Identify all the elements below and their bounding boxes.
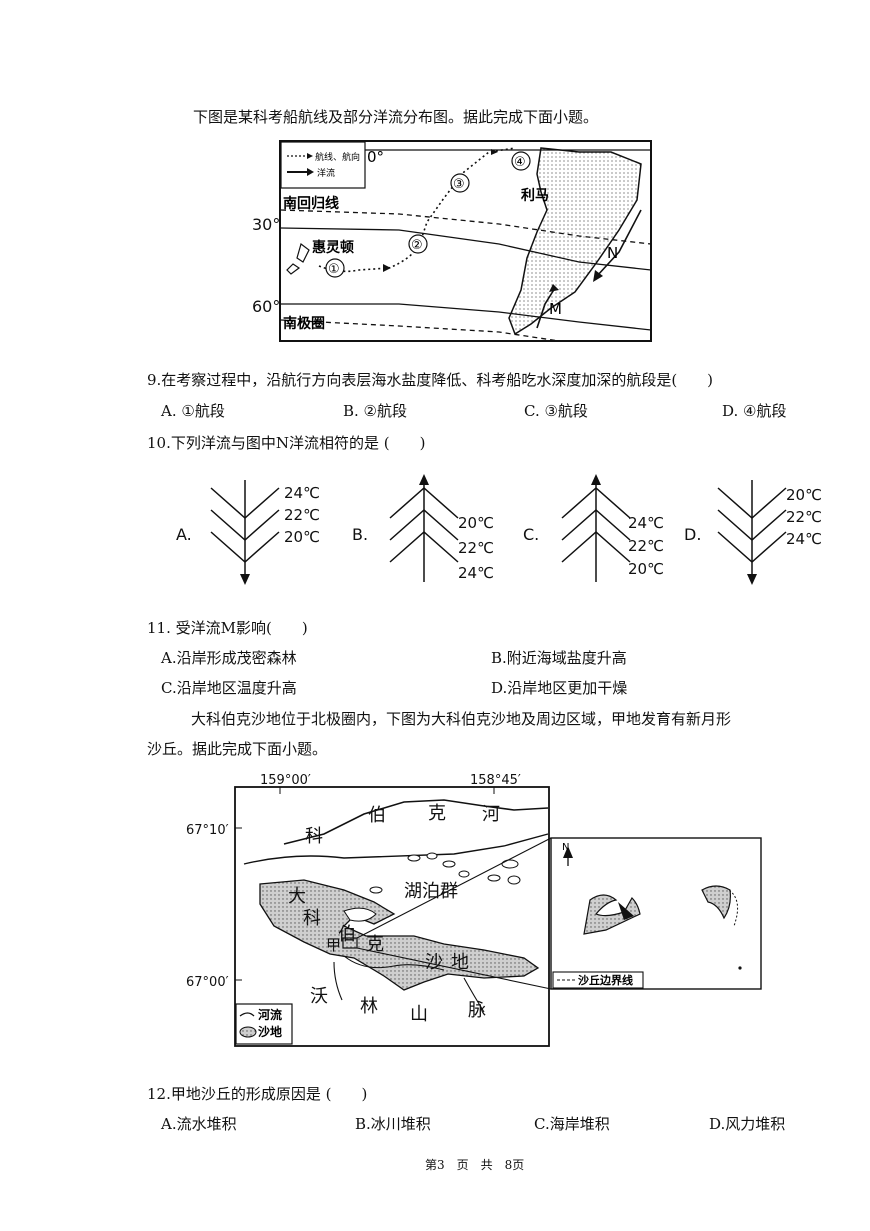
- current-n: [596, 209, 642, 277]
- segment-3-label: ③: [453, 177, 465, 192]
- crescent-dune-2: [701, 885, 731, 920]
- lima-label: 利马: [521, 187, 549, 204]
- q10-b-temp-1: 20℃: [458, 514, 494, 532]
- segment-2-label: ②: [411, 238, 423, 253]
- q12-option-a[interactable]: A.流水堆积: [161, 1115, 237, 1133]
- q11-option-c[interactable]: C.沿岸地区温度升高: [161, 679, 297, 697]
- ship-route: [318, 147, 516, 273]
- current-m-label: M: [549, 300, 562, 318]
- river-char-1: 科: [305, 826, 323, 847]
- q10-a-temp-3: 20℃: [284, 528, 320, 546]
- q10-c-temp-3: 20℃: [628, 560, 664, 578]
- q12-stem: 12.甲地沙丘的形成原因是 ( ): [147, 1085, 368, 1103]
- q10-d-temp-3: 24℃: [786, 530, 822, 548]
- dune-char-4: 克: [366, 934, 384, 955]
- lon-159-00-label: 159°00′: [260, 773, 311, 788]
- q9-option-d[interactable]: D. ④航段: [722, 402, 787, 420]
- lat-60-label: 60°: [252, 297, 281, 316]
- lat-67-00-label: 67°00′: [186, 975, 229, 990]
- map2-legend: [235, 1003, 293, 1045]
- q12-option-b[interactable]: B.冰川堆积: [355, 1115, 431, 1133]
- river-char-3: 克: [428, 803, 446, 824]
- tropic-label: 南回归线: [283, 195, 339, 212]
- legend-current-label: 洋流: [317, 167, 335, 179]
- equator-label: 0°: [367, 148, 384, 166]
- q11-stem: 11. 受洋流M影响( ): [147, 619, 308, 637]
- dune-char-6: 地: [451, 952, 469, 973]
- segment-2-marker: [408, 234, 428, 254]
- river-char-2: 伯: [368, 805, 386, 826]
- dune-inset: [550, 837, 762, 990]
- q10-option-a-diagram: [210, 480, 280, 585]
- q11-option-d[interactable]: D.沿岸地区更加干燥: [491, 679, 628, 697]
- dune-char-5: 沙: [425, 952, 443, 973]
- intro-text-1: 下图是某科考船航线及部分洋流分布图。据此完成下面小题。: [193, 108, 599, 126]
- river-kobuk: [283, 799, 549, 845]
- sand-dune-map: 河流 沙地 N 沙丘边界线: [234, 786, 762, 1047]
- lon-158-45-label: 158°45′: [470, 773, 521, 788]
- legend-route-label: 航线、航向: [315, 151, 360, 163]
- legend-river-label: 河流: [257, 1007, 282, 1022]
- inset-north-label: N: [562, 842, 569, 853]
- q9-option-c[interactable]: C. ③航段: [524, 402, 588, 420]
- lat-67-10-label: 67°10′: [186, 823, 229, 838]
- q10-option-b-diagram: [389, 474, 459, 582]
- q11-option-b[interactable]: B.附近海域盐度升高: [491, 649, 627, 667]
- segment-1-marker: [325, 258, 345, 278]
- lat-30-label: 30°: [252, 215, 281, 234]
- q10-b-temp-2: 22℃: [458, 539, 494, 557]
- new-zealand-land: [286, 242, 310, 275]
- lakes-label: 湖泊群: [404, 881, 458, 902]
- q9-option-a[interactable]: A. ①航段: [161, 402, 225, 420]
- q12-option-c[interactable]: C.海岸堆积: [534, 1115, 610, 1133]
- segment-4-marker: [511, 151, 531, 171]
- q10-option-b-letter[interactable]: B.: [352, 525, 369, 544]
- q10-b-temp-3: 24℃: [458, 564, 494, 582]
- q10-d-temp-2: 22℃: [786, 508, 822, 526]
- south-america-land: [508, 147, 642, 336]
- antarctic-label: 南极圈: [283, 315, 325, 332]
- dune-char-2: 科: [303, 908, 321, 929]
- wellington-label: 惠灵顿: [312, 239, 354, 256]
- q12-option-d[interactable]: D.风力堆积: [709, 1115, 786, 1133]
- tropic-line: [280, 209, 652, 245]
- inset-legend-label: 沙丘边界线: [578, 973, 633, 987]
- mountain-char-3: 山: [410, 1004, 428, 1025]
- q9-stem: 9.在考察过程中，沿航行方向表层海水盐度降低、科考船吃水深度加深的航段是( ): [147, 371, 714, 389]
- sand-area: [259, 879, 540, 991]
- q10-option-c-diagram: [561, 474, 631, 582]
- mountain-char-2: 林: [360, 996, 378, 1017]
- dune-char-3: 伯: [338, 924, 356, 945]
- mountain-char-4: 脉: [468, 1000, 486, 1021]
- crescent-dune-1: [583, 894, 641, 935]
- segment-1-label: ①: [328, 262, 340, 277]
- q10-option-d-diagram: [717, 480, 787, 585]
- q10-option-d-letter[interactable]: D.: [684, 525, 702, 544]
- dune-char-1: 大: [288, 886, 306, 907]
- q10-d-temp-1: 20℃: [786, 486, 822, 504]
- q10-stem: 10.下列洋流与图中N洋流相符的是 ( ): [147, 434, 426, 452]
- q10-a-temp-1: 24℃: [284, 484, 320, 502]
- mountain-char-1: 沃: [310, 986, 328, 1007]
- q10-c-temp-1: 24℃: [628, 514, 664, 532]
- map1-legend: [280, 141, 366, 189]
- segment-4-label: ④: [514, 155, 526, 170]
- route-current-map: 航线、航向 洋流 0° 南回归线 南极圈 ① ② ③ ④ 惠灵顿 利马 N M: [279, 140, 652, 342]
- page-footer: 第3 页 共 8页: [425, 1158, 525, 1172]
- q10-a-temp-2: 22℃: [284, 506, 320, 524]
- segment-3-marker: [450, 173, 470, 193]
- q10-c-temp-2: 22℃: [628, 537, 664, 555]
- q11-option-a[interactable]: A.沿岸形成茂密森林: [161, 649, 297, 667]
- jia-label: 甲: [326, 936, 342, 954]
- current-m: [536, 287, 556, 329]
- q10-option-c-letter[interactable]: C.: [523, 525, 540, 544]
- current-n-label: N: [607, 244, 618, 262]
- q9-option-b[interactable]: B. ②航段: [343, 402, 408, 420]
- river-char-4: 河: [482, 804, 500, 825]
- legend-sand-label: 沙地: [258, 1024, 282, 1039]
- intro-text-2-line-1: 大科伯克沙地位于北极圈内，下图为大科伯克沙地及周边区域，甲地发育有新月形: [191, 710, 732, 728]
- intro-text-2-line-2: 沙丘。据此完成下面小题。: [147, 740, 328, 758]
- q10-option-a-letter[interactable]: A.: [176, 525, 192, 544]
- jia-box: [342, 937, 358, 949]
